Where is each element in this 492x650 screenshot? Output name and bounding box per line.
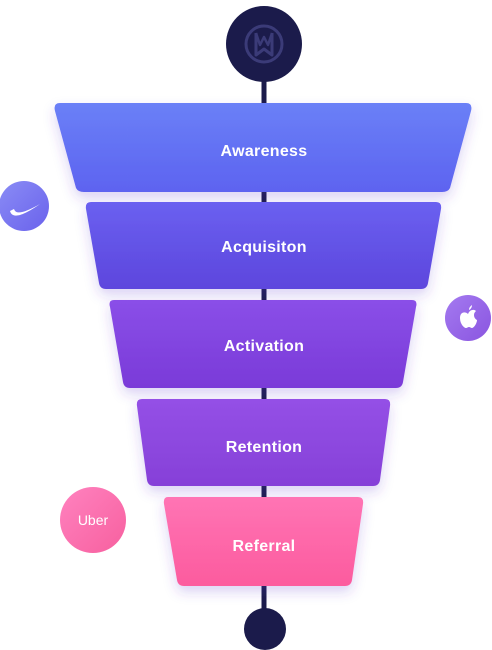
stage-referral[interactable] bbox=[163, 497, 364, 586]
stage-label-referral: Referral bbox=[233, 538, 296, 555]
stage-label-acquisition: Acquisiton bbox=[221, 239, 307, 256]
bookmark-w-logo-icon bbox=[244, 24, 284, 64]
apple-icon bbox=[460, 305, 477, 328]
stage-acquisition[interactable] bbox=[85, 202, 442, 289]
stage-label-awareness: Awareness bbox=[221, 143, 308, 160]
stage-label-activation: Activation bbox=[224, 338, 304, 355]
brand-bubble-uber: Uber bbox=[60, 487, 126, 553]
nike-swoosh-icon bbox=[10, 204, 40, 216]
stage-retention[interactable] bbox=[136, 399, 391, 486]
bottom-node bbox=[244, 608, 286, 650]
brand-bubble-nike bbox=[0, 181, 49, 231]
stage-activation[interactable] bbox=[109, 300, 417, 388]
top-node bbox=[226, 6, 302, 82]
stage-label-retention: Retention bbox=[226, 439, 302, 456]
brand-bubble-apple bbox=[445, 295, 491, 341]
uber-logo-text: Uber bbox=[78, 512, 109, 528]
stage-awareness[interactable] bbox=[54, 103, 472, 192]
